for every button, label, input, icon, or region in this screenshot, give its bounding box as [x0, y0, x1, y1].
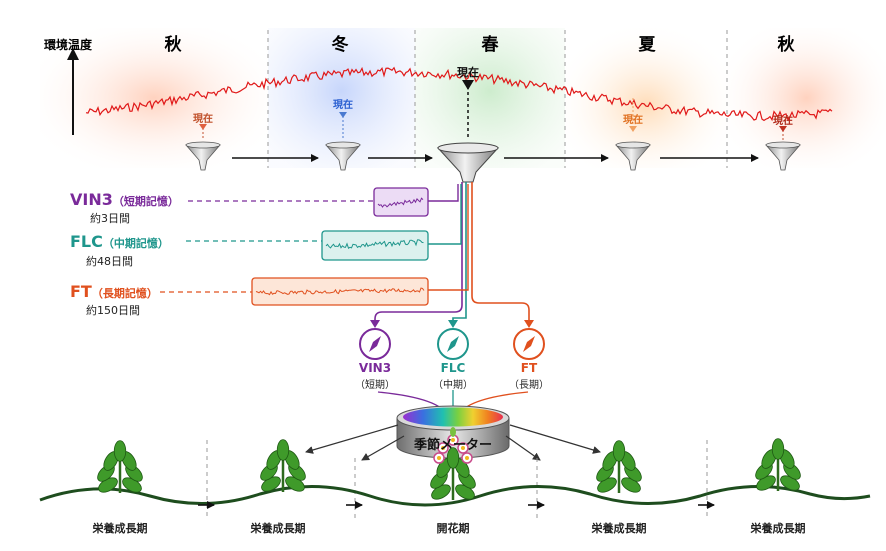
vin3-compass-sub: （短期）	[355, 380, 395, 391]
ft-input	[428, 184, 469, 291]
phase-label-1: 栄養成長期	[92, 522, 148, 535]
funnel-summer	[615, 98, 651, 171]
vin3-duration: 約3日間	[90, 212, 130, 225]
flc-window	[321, 230, 429, 261]
plant-flowering	[430, 427, 476, 500]
funnel-winter	[325, 112, 361, 171]
flc-input	[428, 184, 462, 245]
vin3-name: VIN3	[70, 190, 113, 209]
axis-arrowhead	[67, 48, 79, 60]
main-funnel	[436, 80, 500, 183]
vin3-trace	[377, 197, 424, 208]
season-label-winter: 冬	[331, 35, 349, 55]
phase-label-4: 栄養成長期	[591, 522, 647, 535]
flc-sub: （中期記憶）	[102, 237, 169, 250]
axis-label: 環境温度	[44, 38, 93, 52]
plant-vegetative-3	[596, 440, 642, 493]
vin3-window	[373, 187, 429, 217]
ft-duration: 約150日間	[86, 304, 140, 317]
vin3-sub: （短期記憶）	[112, 195, 179, 208]
ft-sub: （長期記憶）	[91, 287, 158, 300]
now-label-autumn-2: 現在	[773, 116, 793, 127]
now-label-summer: 現在	[623, 115, 643, 126]
ft-flow	[471, 182, 530, 324]
now-label-winter: 現在	[333, 100, 353, 111]
plant-vegetative-4	[755, 438, 801, 491]
phase-label-5: 栄養成長期	[750, 522, 806, 535]
season-label-summer: 夏	[638, 35, 656, 55]
temperature-curve	[85, 66, 833, 122]
autumn-background-2	[727, 28, 886, 168]
flc-flow	[452, 182, 467, 324]
ft-compass	[513, 328, 545, 360]
ft-window	[251, 277, 429, 306]
ft-compass-name: FT	[520, 361, 538, 375]
autumn-background	[40, 28, 268, 168]
plant-vegetative-2	[260, 439, 306, 492]
flc-trace	[325, 239, 424, 249]
ft-trace	[255, 287, 425, 296]
vin3-input	[428, 184, 459, 202]
vin3-memory-label: VIN3（短期記憶）	[70, 190, 179, 209]
season-label-spring: 春	[481, 35, 499, 55]
vin3-compass-name: VIN3	[358, 361, 392, 375]
flc-compass	[437, 328, 469, 360]
flc-compass-sub: （中期）	[433, 380, 473, 391]
flc-name: FLC	[70, 232, 103, 251]
flc-duration: 約48日間	[86, 255, 133, 268]
season-label-autumn: 秋	[164, 35, 182, 55]
ft-compass-sub: （長期）	[509, 380, 549, 391]
season-label-autumn-2: 秋	[777, 35, 795, 55]
phase-label-flowering: 開花期	[436, 522, 470, 535]
meter-output-arrows	[305, 424, 601, 469]
plant-vegetative-1	[97, 440, 143, 493]
vin3-flow	[374, 182, 463, 324]
ground-line	[39, 484, 871, 507]
now-label-autumn: 現在	[193, 114, 213, 125]
flc-memory-label: FLC（中期記憶）	[70, 232, 169, 251]
season-meter-label: 季節メーター	[413, 438, 493, 453]
vin3-compass	[359, 328, 391, 360]
funnel-autumn	[185, 124, 221, 171]
ft-name: FT	[70, 282, 92, 301]
funnel-autumn-2	[765, 126, 801, 171]
phase-label-2: 栄養成長期	[250, 522, 306, 535]
now-label-spring: 現在	[457, 66, 479, 79]
season-dividers	[267, 30, 728, 168]
ft-memory-label: FT（長期記憶）	[70, 282, 158, 301]
flc-compass-name: FLC	[440, 361, 466, 375]
